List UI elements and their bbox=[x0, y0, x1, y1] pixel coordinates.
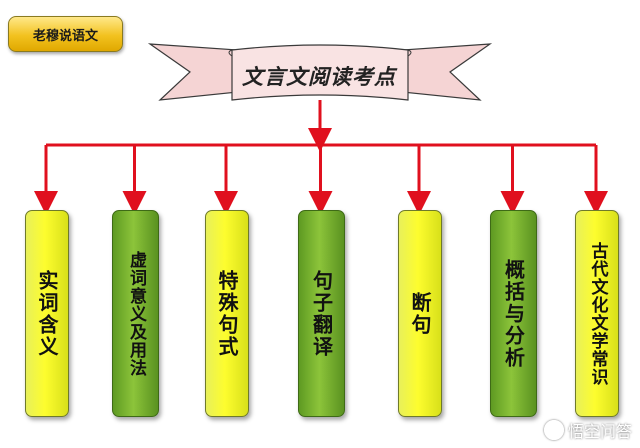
banner-fold-left bbox=[228, 49, 233, 57]
author-badge: 老穆说语文 bbox=[8, 16, 123, 52]
diagram-title: 文言文阅读考点 bbox=[242, 64, 396, 89]
connector-lines bbox=[34, 100, 608, 215]
category-label: 实词含义 bbox=[35, 269, 59, 358]
author-badge-label: 老穆说语文 bbox=[32, 28, 98, 44]
title-banner bbox=[147, 43, 493, 101]
watermark-text: 悟空问答 bbox=[567, 422, 632, 441]
category-label: 概括与分析 bbox=[501, 258, 526, 369]
banner-body bbox=[231, 44, 409, 101]
category-label: 断句 bbox=[408, 291, 432, 336]
category-box-5: 断句 bbox=[398, 210, 442, 417]
watermark: 悟空问答 bbox=[543, 418, 632, 442]
category-box-1: 实词含义 bbox=[25, 210, 69, 417]
banner-left-tail bbox=[147, 43, 239, 101]
banner-fold-right bbox=[407, 49, 412, 57]
category-box-6: 概括与分析 bbox=[490, 210, 537, 417]
category-label: 古代文化文学常识 bbox=[587, 241, 608, 386]
category-box-2: 虚词意义及用法 bbox=[112, 210, 159, 417]
category-label: 虚词意义及用法 bbox=[126, 250, 146, 377]
wukong-logo-icon bbox=[543, 420, 564, 440]
banner-right-tail bbox=[401, 43, 493, 101]
category-label: 特殊句式 bbox=[215, 269, 239, 358]
category-box-7: 古代文化文学常识 bbox=[575, 210, 619, 417]
category-label: 句子翻译 bbox=[309, 269, 334, 358]
category-box-3: 特殊句式 bbox=[205, 210, 249, 417]
category-box-4: 句子翻译 bbox=[298, 210, 345, 417]
